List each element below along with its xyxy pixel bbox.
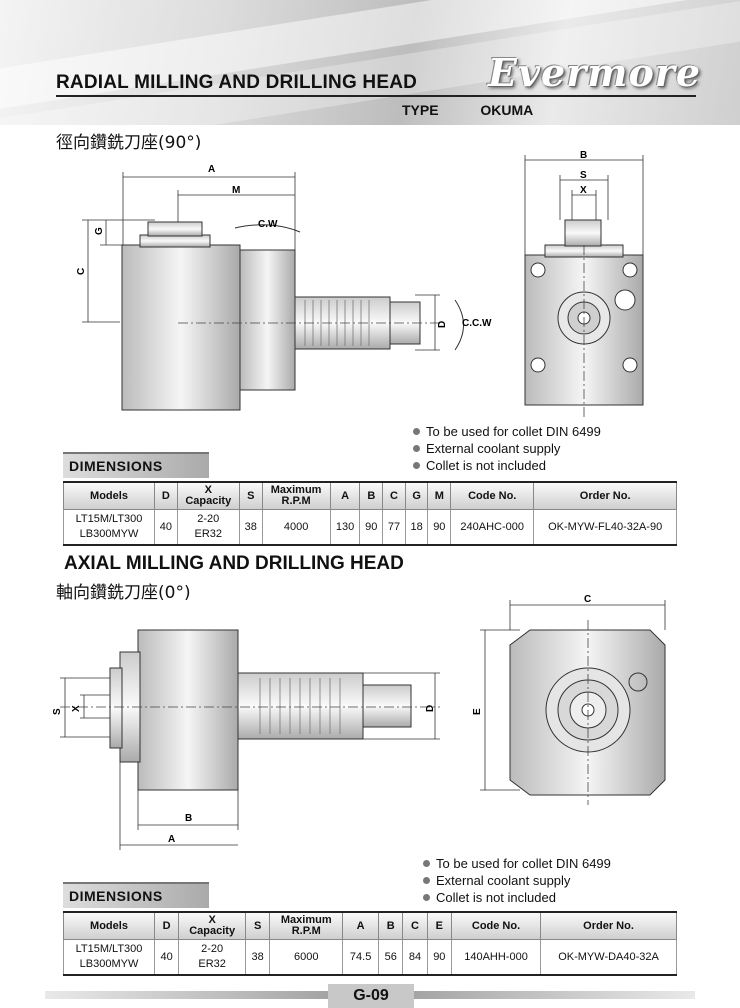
dimensions-label: DIMENSIONS: [63, 452, 209, 478]
dim-label-b: B: [580, 150, 587, 161]
note-item: External coolant supply: [423, 872, 611, 889]
cell-g: 18: [404, 509, 429, 546]
bullet-icon: [413, 428, 420, 435]
note-item: Collet is not included: [423, 889, 611, 906]
dim-label-s: S: [580, 170, 587, 181]
dim-label-c: C: [76, 268, 87, 275]
cell-a: 74.5: [342, 939, 380, 976]
page-title: RADIAL MILLING AND DRILLING HEAD: [56, 72, 418, 93]
dim-label-d: D: [437, 321, 448, 328]
note-item: Collet is not included: [413, 457, 601, 474]
note-item: To be used for collet DIN 6499: [423, 855, 611, 872]
col-s: S: [238, 481, 263, 510]
dimensions-label: DIMENSIONS: [63, 882, 209, 908]
axial-subtitle: 軸向鑽銑刀座(0°): [56, 583, 191, 603]
dim-label-c: C: [584, 594, 591, 605]
dim-label-b: B: [185, 813, 192, 824]
cell-b: 90: [359, 509, 384, 546]
radial-drawing: A M G C D C.W C.C.W B S X: [76, 150, 644, 420]
dim-label-a: A: [168, 834, 175, 845]
cell-s: 38: [238, 509, 263, 546]
note-item: External coolant supply: [413, 440, 601, 457]
axial-notes: To be used for collet DIN 6499 External …: [423, 855, 611, 906]
dim-label-x: X: [71, 705, 82, 712]
rotation-cw: C.W: [258, 219, 278, 230]
cell-c: 77: [382, 509, 406, 546]
col-m: M: [427, 481, 452, 510]
col-a: A: [329, 481, 361, 510]
col-order: Order No.: [540, 911, 677, 940]
col-c: C: [402, 911, 428, 940]
axial-drawing: S X D B A C E: [52, 594, 666, 850]
cell-e: 90: [426, 939, 452, 976]
col-b: B: [359, 481, 384, 510]
cell-m: 90: [427, 509, 452, 546]
col-s: S: [245, 911, 271, 940]
radial-notes: To be used for collet DIN 6499 External …: [413, 423, 601, 474]
col-models: Models: [63, 481, 155, 510]
cell-code: 140AHH-000: [450, 939, 542, 976]
note-item: To be used for collet DIN 6499: [413, 423, 601, 440]
dim-label-d: D: [425, 705, 436, 712]
dim-label-x: X: [580, 185, 587, 196]
bullet-icon: [423, 860, 430, 867]
col-c: C: [382, 481, 406, 510]
col-a: A: [342, 911, 380, 940]
cell-order: OK-MYW-DA40-32A: [540, 939, 677, 976]
page-number: G-09: [328, 984, 414, 1008]
col-code: Code No.: [450, 481, 535, 510]
col-b: B: [378, 911, 404, 940]
dim-label-m: M: [232, 185, 240, 196]
dim-label-a: A: [208, 164, 215, 175]
radial-subtitle: 徑向鑽銑刀座(90°): [56, 133, 202, 153]
rotation-ccw: C.C.W: [462, 318, 492, 329]
col-code: Code No.: [450, 911, 542, 940]
col-order: Order No.: [533, 481, 677, 510]
cell-rpm: 6000: [269, 939, 344, 976]
title-rule: [56, 95, 696, 97]
cell-a: 130: [329, 509, 361, 546]
col-d: D: [153, 911, 180, 940]
type-label: TYPE: [402, 102, 439, 118]
cell-rpm: 4000: [261, 509, 331, 546]
cell-order: OK-MYW-FL40-32A-90: [533, 509, 677, 546]
header-banner: [0, 0, 740, 125]
col-d: D: [154, 481, 178, 510]
bullet-icon: [423, 894, 430, 901]
bullet-icon: [423, 877, 430, 884]
cell-code: 240AHC-000: [450, 509, 535, 546]
dim-label-s: S: [52, 708, 63, 715]
type-value: OKUMA: [480, 102, 534, 118]
dim-label-e: E: [472, 708, 483, 715]
cell-d: 40: [154, 509, 178, 546]
cell-b: 56: [378, 939, 404, 976]
col-models: Models: [63, 911, 155, 940]
bullet-icon: [413, 445, 420, 452]
axial-title: AXIAL MILLING AND DRILLING HEAD: [64, 553, 404, 574]
col-e: E: [426, 911, 452, 940]
cell-s: 38: [245, 939, 271, 976]
bullet-icon: [413, 462, 420, 469]
cell-d: 40: [153, 939, 180, 976]
col-g: G: [404, 481, 429, 510]
type-row: TYPE OKUMA: [402, 102, 533, 118]
dim-label-g: G: [94, 227, 105, 235]
brand-logo: Evermore: [488, 50, 701, 95]
cell-c: 84: [402, 939, 428, 976]
